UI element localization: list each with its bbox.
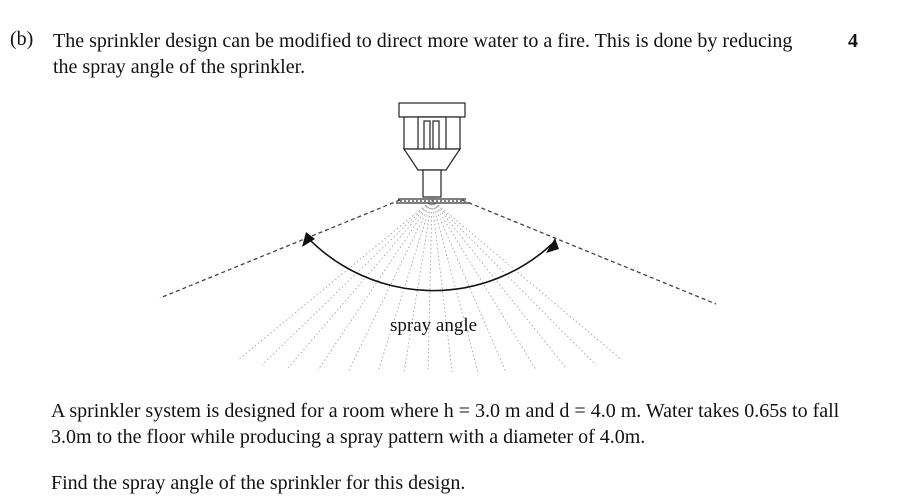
question-part-label: (b) — [10, 28, 34, 50]
spray-angle-arc — [307, 237, 553, 292]
sprinkler-head — [398, 102, 466, 198]
sprinkler-diagram: spray angle — [159, 102, 717, 373]
spray-lines — [237, 199, 623, 373]
spray-boundary-lines — [159, 199, 717, 305]
problem-paragraph: A sprinkler system is designed for a roo… — [51, 400, 840, 448]
arc-arrowhead-right — [546, 238, 559, 253]
deflector-plate — [396, 198, 470, 204]
question-text: The sprinkler design can be modified to … — [53, 30, 793, 78]
arc-arrowhead-left — [302, 232, 315, 247]
spray-angle-label: spray angle — [390, 315, 477, 336]
instruction-text: Find the spray angle of the sprinkler fo… — [51, 472, 466, 494]
marks-label: 4 — [848, 30, 858, 52]
